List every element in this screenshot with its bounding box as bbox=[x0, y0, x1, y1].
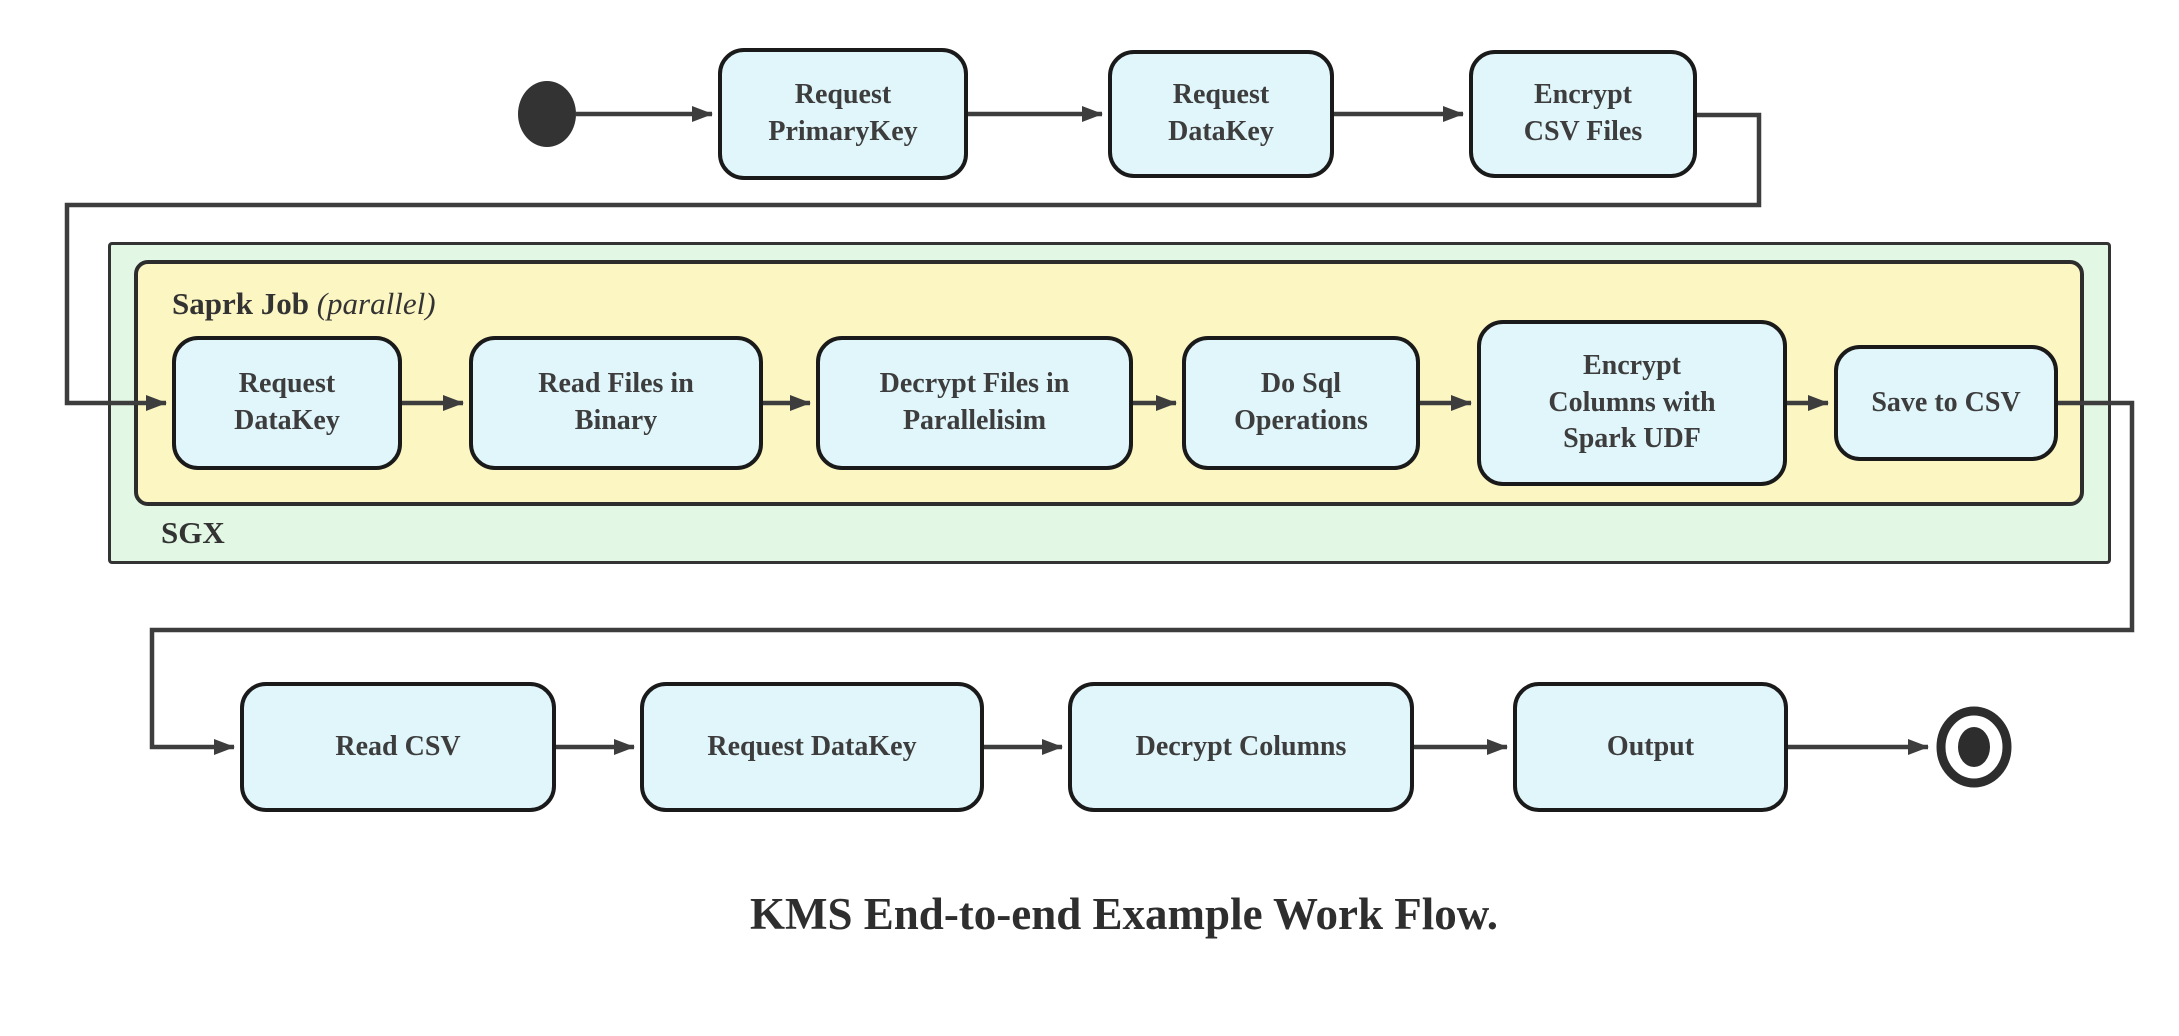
activity-request-primarykey: Request PrimaryKey bbox=[718, 48, 968, 180]
activity-read-csv: Read CSV bbox=[240, 682, 556, 812]
diagram-caption: KMS End-to-end Example Work Flow. bbox=[749, 889, 1499, 939]
activity-label: Decrypt Files in Parallelisim bbox=[879, 368, 1070, 436]
activity-label: Request DataKey bbox=[234, 368, 340, 436]
activity-request-datakey-spark: Request DataKey bbox=[172, 336, 402, 470]
activity-decrypt-files-in-parallelisim: Decrypt Files in Parallelisim bbox=[816, 336, 1133, 470]
activity-output: Output bbox=[1513, 682, 1788, 812]
end-node bbox=[1936, 706, 2012, 788]
activity-label: Request PrimaryKey bbox=[768, 79, 918, 147]
activity-label: Encrypt Columns with Spark UDF bbox=[1548, 349, 1716, 455]
activity-do-sql-operations: Do Sql Operations bbox=[1182, 336, 1420, 470]
activity-label: Decrypt Columns bbox=[1135, 730, 1347, 762]
activity-label: Output bbox=[1606, 730, 1695, 762]
activity-label: Encrypt CSV Files bbox=[1523, 79, 1643, 147]
activity-request-datakey-output: Request DataKey bbox=[640, 682, 984, 812]
activity-label: Request DataKey bbox=[1168, 79, 1274, 147]
activity-label: Save to CSV bbox=[1871, 386, 2021, 418]
activity-encrypt-columns-with-spark-udf: Encrypt Columns with Spark UDF bbox=[1477, 320, 1787, 486]
activity-label: Read Files in Binary bbox=[538, 368, 694, 436]
activity-encrypt-csv-files: Encrypt CSV Files bbox=[1469, 50, 1697, 178]
spark-job-qualifier: (parallel) bbox=[316, 286, 436, 321]
sgx-label: SGX bbox=[161, 515, 225, 550]
activity-decrypt-columns: Decrypt Columns bbox=[1068, 682, 1414, 812]
activity-label: Do Sql Operations bbox=[1234, 368, 1368, 436]
activity-label: Request DataKey bbox=[707, 730, 917, 762]
spark-job-title: Saprk Job bbox=[172, 286, 309, 321]
activity-request-datakey-top: Request DataKey bbox=[1108, 50, 1334, 178]
start-node bbox=[518, 81, 576, 147]
spark-job-label: Saprk Job (parallel) bbox=[172, 286, 436, 322]
activity-save-to-csv: Save to CSV bbox=[1834, 345, 2058, 461]
activity-label: Read CSV bbox=[335, 730, 461, 762]
activity-read-files-in-binary: Read Files in Binary bbox=[469, 336, 763, 470]
